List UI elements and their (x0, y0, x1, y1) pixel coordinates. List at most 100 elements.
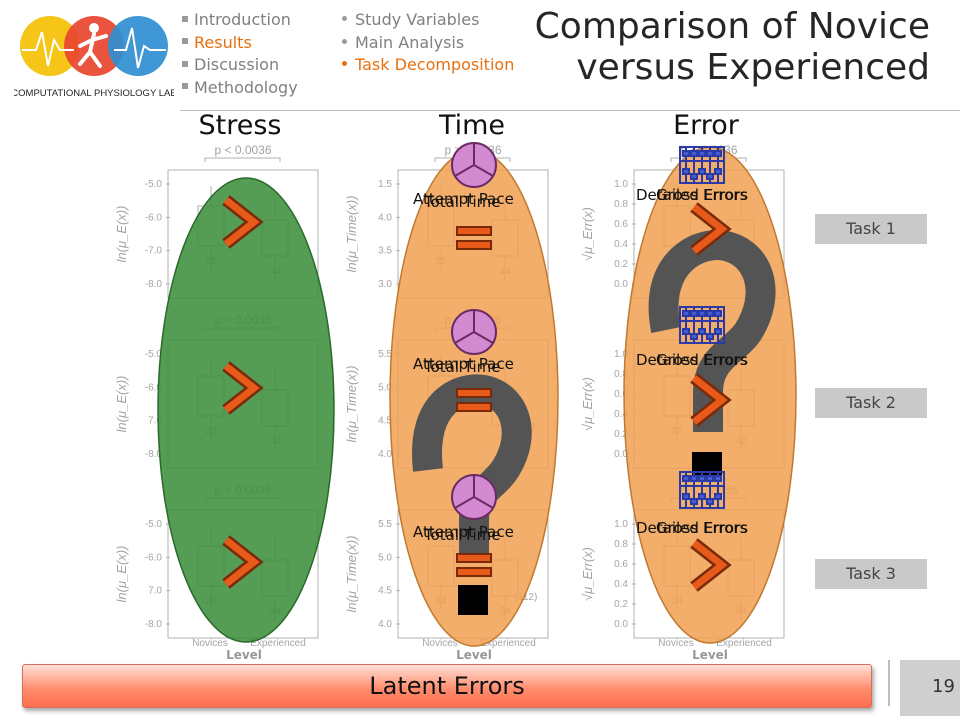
svg-text:0.6: 0.6 (614, 219, 628, 230)
svg-text:4.0: 4.0 (378, 449, 392, 460)
gross-errors-label-task-2: Gross Errors (656, 351, 748, 369)
bullet-icon (182, 38, 188, 44)
svg-text:ln(μ_Time(x)): ln(μ_Time(x)) (344, 195, 359, 272)
svg-text:Novices: Novices (658, 638, 694, 649)
slide-title: Comparison of Novice versus Experienced (510, 6, 930, 88)
title-line-1: Comparison of Novice (534, 6, 930, 47)
svg-text:ln(μ_Time(x)): ln(μ_Time(x)) (344, 535, 359, 612)
bullet-icon (342, 38, 347, 44)
svg-text:-6.0: -6.0 (145, 212, 163, 223)
svg-text:√μ_Err(x): √μ_Err(x) (580, 377, 595, 431)
svg-text:4.5: 4.5 (378, 586, 392, 597)
equals-icon (456, 553, 492, 577)
greater-than-icon (222, 535, 264, 589)
svg-text:√μ_Err(x): √μ_Err(x) (580, 547, 595, 601)
nav-section-label: Discussion (194, 55, 280, 74)
nav-section-1[interactable]: Results (182, 32, 298, 55)
svg-text:0.8: 0.8 (614, 539, 628, 550)
equals-icon (456, 226, 492, 250)
nav-subsection-label: Task Decomposition (355, 55, 515, 74)
task-2-label: Task 2 (815, 388, 927, 418)
svg-text:-5.0: -5.0 (145, 179, 163, 190)
greater-than-icon (222, 361, 264, 415)
svg-text:0.4: 0.4 (614, 239, 628, 250)
svg-text:-8.0: -8.0 (145, 619, 163, 630)
equals-icon (456, 388, 492, 412)
svg-text:0.0: 0.0 (614, 279, 628, 290)
svg-text:-8.0: -8.0 (145, 449, 163, 460)
greater-than-icon (690, 538, 732, 592)
total-time-label-task-1: Total Time (424, 193, 501, 211)
svg-text:0.8: 0.8 (614, 369, 628, 380)
nav-section-label: Methodology (194, 77, 298, 97)
nav-subsection-2[interactable]: Task Decomposition (342, 54, 514, 77)
total-time-label-task-3: Total Time (424, 526, 501, 544)
page-number-box (900, 660, 960, 716)
svg-text:(112): (112) (515, 592, 538, 603)
stress-xaxis-label: Level (226, 648, 262, 662)
column-header-time: Time (438, 110, 506, 141)
pie-chart-icon (451, 309, 497, 355)
page-number: 19 (932, 676, 955, 697)
svg-text:-8.0: -8.0 (145, 279, 163, 290)
nav-section-3[interactable]: Methodology (182, 77, 298, 100)
svg-text:-5.0: -5.0 (145, 519, 163, 530)
bullet-icon (182, 15, 188, 22)
attempt-pace-label-task-3: Attempt Pace (413, 523, 514, 541)
svg-text:Novices: Novices (192, 638, 228, 649)
svg-text:5.5: 5.5 (378, 349, 392, 360)
svg-text:1.5: 1.5 (378, 179, 392, 190)
pie-chart-icon (451, 474, 497, 520)
attempt-pace-label-task-1: Attempt Pace (413, 190, 514, 208)
svg-text:7.0: 7.0 (148, 416, 162, 427)
gross-errors-label-task-1: Gross Errors (656, 186, 748, 204)
svg-text:0.2: 0.2 (614, 599, 628, 610)
svg-text:4.0: 4.0 (378, 212, 392, 223)
svg-text:3.5: 3.5 (378, 246, 392, 257)
detailed-errors-label-task-2: Detailed Errors (636, 351, 749, 369)
abacus-icon (679, 471, 725, 509)
nav-section-0[interactable]: Introduction (182, 9, 298, 32)
detailed-errors-label-task-3: Detailed Errors (636, 519, 749, 537)
logo-text: COMPUTATIONAL PHYSIOLOGY LAB (14, 88, 174, 99)
header-divider (180, 110, 960, 111)
task-1-label: Task 1 (815, 214, 927, 244)
nav-subsection-label: Main Analysis (355, 32, 465, 52)
svg-text:0.2: 0.2 (614, 259, 628, 270)
gross-errors-label-task-3: Gross Errors (656, 519, 748, 537)
greater-than-icon (690, 373, 732, 427)
nav-section-label: Introduction (194, 10, 291, 29)
footer-divider (888, 660, 890, 706)
nav-subsection-label: Study Variables (355, 10, 480, 29)
time-xaxis-label: Level (456, 648, 492, 662)
stress-oval (157, 177, 335, 643)
svg-text:ln(μ_E(x)): ln(μ_E(x)) (114, 546, 129, 603)
title-line-2: versus Experienced (576, 47, 930, 88)
bullet-icon (342, 16, 347, 21)
svg-text:7.0: 7.0 (148, 586, 162, 597)
abacus-icon (679, 306, 725, 344)
svg-text:ln(μ_Time(x)): ln(μ_Time(x)) (344, 365, 359, 442)
nav-subsection-1[interactable]: Main Analysis (342, 32, 514, 55)
svg-text:-6.0: -6.0 (145, 552, 163, 563)
svg-text:ln(μ_E(x)): ln(μ_E(x)) (114, 376, 129, 433)
svg-text:0.0: 0.0 (614, 619, 628, 630)
detailed-errors-label-task-1: Detailed Errors (636, 186, 749, 204)
bullet-icon (342, 61, 347, 66)
abacus-icon (679, 146, 725, 184)
nav-subsection-0[interactable]: Study Variables (342, 9, 514, 32)
svg-text:0.8: 0.8 (614, 199, 628, 210)
attempt-pace-label-task-2: Attempt Pace (413, 355, 514, 373)
latent-errors-bar: Latent Errors (22, 664, 872, 708)
column-header-stress: Stress (198, 110, 282, 141)
svg-text:5.0: 5.0 (378, 382, 392, 393)
svg-text:0.4: 0.4 (614, 409, 628, 420)
greater-than-icon (690, 202, 732, 256)
greater-than-icon (222, 195, 264, 249)
nav-section-2[interactable]: Discussion (182, 54, 298, 77)
svg-text:0.2: 0.2 (614, 429, 628, 440)
svg-text:ln(μ_E(x)): ln(μ_E(x)) (114, 206, 129, 263)
